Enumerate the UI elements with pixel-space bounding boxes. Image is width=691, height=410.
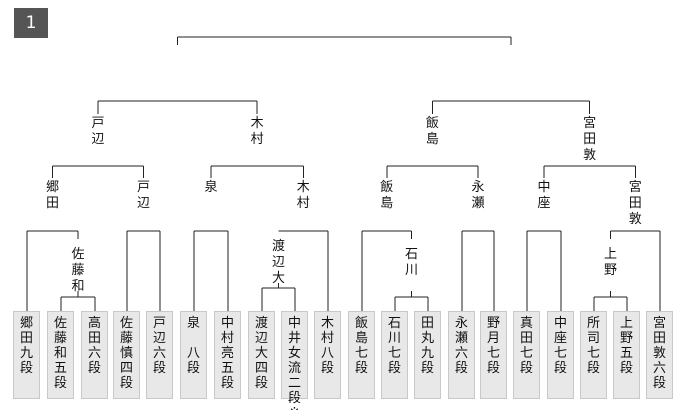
player-name: 佐 藤 和 五 段 bbox=[53, 316, 67, 391]
winner-label: 宮 田 敦 bbox=[583, 116, 597, 163]
player-box: 永 瀬 六 段 bbox=[448, 311, 475, 399]
player-name: 高 田 六 段 bbox=[87, 316, 101, 376]
player-name: 真 田 七 段 bbox=[519, 316, 533, 376]
winner-label: 飯 島 bbox=[425, 116, 439, 147]
winner-label: 飯 島 bbox=[380, 180, 394, 211]
player-box: 中 村 亮 五 段 bbox=[214, 311, 241, 399]
winner-label: 戸 辺 bbox=[136, 180, 150, 211]
player-name: 中 座 七 段 bbox=[553, 316, 567, 376]
winner-label: 木 村 bbox=[250, 116, 264, 147]
player-box: 渡 辺 大 四 段 bbox=[248, 311, 275, 399]
player-name: 戸 辺 六 段 bbox=[152, 316, 166, 376]
player-name: 石 川 七 段 bbox=[387, 316, 401, 376]
winner-label: 戸 辺 bbox=[91, 116, 105, 147]
player-name: 中 村 亮 五 段 bbox=[220, 316, 234, 391]
winner-label: 郷 田 bbox=[45, 180, 59, 211]
player-box: 木 村 八 段 bbox=[314, 311, 341, 399]
winner-label: 佐 藤 和 bbox=[71, 247, 85, 294]
player-name: 所 司 七 段 bbox=[586, 316, 600, 376]
player-box: 田 丸 九 段 bbox=[414, 311, 441, 399]
player-name: 永 瀬 六 段 bbox=[454, 316, 468, 376]
winner-label: 宮 田 敦 bbox=[628, 180, 642, 227]
player-name: 田 丸 九 段 bbox=[420, 316, 434, 376]
player-box: 真 田 七 段 bbox=[513, 311, 540, 399]
player-box: 泉 八 段 bbox=[180, 311, 207, 399]
player-box: 上 野 五 段 bbox=[613, 311, 640, 399]
player-name: 上 野 五 段 bbox=[619, 316, 633, 376]
player-box: 佐 藤 和 五 段 bbox=[47, 311, 74, 399]
player-name: 飯 島 七 段 bbox=[354, 316, 368, 376]
player-name: 郷 田 九 段 bbox=[19, 316, 33, 376]
player-name: 泉 八 段 bbox=[186, 316, 200, 376]
player-box: 飯 島 七 段 bbox=[348, 311, 375, 399]
winner-label: 泉 bbox=[204, 180, 218, 195]
player-name: 佐 藤 慎 四 段 bbox=[119, 316, 133, 391]
player-name: 宮 田 敦 六 段 bbox=[652, 316, 666, 391]
player-box: 石 川 七 段 bbox=[381, 311, 408, 399]
player-box: 郷 田 九 段 bbox=[13, 311, 40, 399]
bracket-number-badge: 1 bbox=[14, 8, 48, 38]
player-box: 中 座 七 段 bbox=[547, 311, 574, 399]
winner-label: 石 川 bbox=[404, 247, 418, 278]
winner-label: 渡 辺 大 bbox=[271, 239, 285, 286]
player-name: 野 月 七 段 bbox=[486, 316, 500, 376]
player-name: 中 井 女 流 二 段 ※ bbox=[287, 316, 301, 410]
player-name: 渡 辺 大 四 段 bbox=[254, 316, 268, 391]
winner-label: 上 野 bbox=[603, 247, 617, 278]
player-box: 宮 田 敦 六 段 bbox=[646, 311, 673, 399]
winner-label: 木 村 bbox=[296, 180, 310, 211]
player-box: 野 月 七 段 bbox=[480, 311, 507, 399]
player-box: 所 司 七 段 bbox=[580, 311, 607, 399]
player-box: 佐 藤 慎 四 段 bbox=[113, 311, 140, 399]
player-box: 高 田 六 段 bbox=[81, 311, 108, 399]
winner-label: 中 座 bbox=[537, 180, 551, 211]
player-box: 戸 辺 六 段 bbox=[146, 311, 173, 399]
player-name: 木 村 八 段 bbox=[320, 316, 334, 376]
winner-label: 永 瀬 bbox=[471, 180, 485, 211]
player-box: 中 井 女 流 二 段 ※ bbox=[281, 311, 308, 410]
